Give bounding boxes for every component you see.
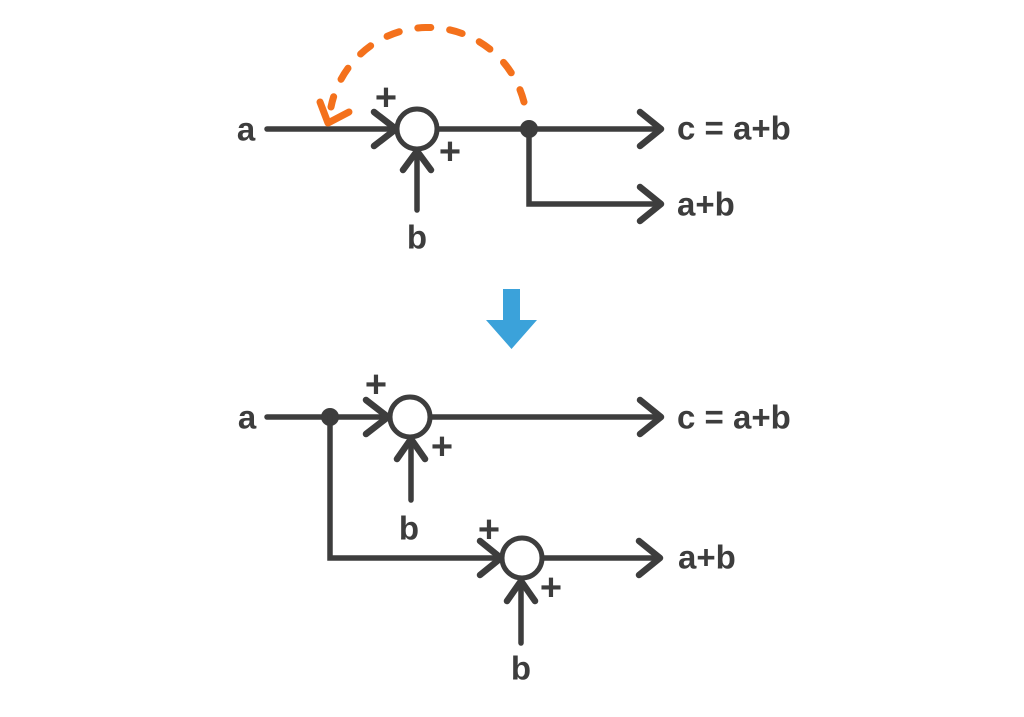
after-adder2-output-arrowhead xyxy=(635,537,664,579)
down-arrow-icon xyxy=(486,289,537,349)
after-adder1-output-arrowhead xyxy=(636,396,665,438)
after-branch-wire xyxy=(327,414,503,561)
transform-step xyxy=(486,289,537,349)
before-plus-top-label: + xyxy=(375,77,397,119)
before-summing-junction xyxy=(394,106,440,152)
after-input-a-label: a xyxy=(238,399,257,436)
before-input-a-label: a xyxy=(237,111,256,148)
before-branch-wire xyxy=(526,126,661,207)
after-adder1-output-label: c = a+b xyxy=(677,399,791,436)
after-adder2-plus-bottom-label: + xyxy=(540,567,562,609)
before-branch-arrowhead xyxy=(636,183,665,225)
after-adder2-junction xyxy=(499,535,545,581)
before-output-main-label: c = a+b xyxy=(677,110,791,147)
move-pickoff-hint-arrowhead xyxy=(316,98,353,127)
move-pickoff-hint-arc xyxy=(327,23,528,111)
before-diagram: a + + b c = a+b a+b xyxy=(237,23,791,256)
after-adder1-input-b-arrowhead xyxy=(393,435,429,463)
before-output-arrowhead xyxy=(636,108,665,150)
after-adder1-plus-top-label: + xyxy=(365,364,387,406)
after-adder1-input-b-label: b xyxy=(399,510,419,547)
before-input-b-label: b xyxy=(407,219,427,256)
after-adder2-input-b-label: b xyxy=(511,650,531,687)
before-plus-bottom-label: + xyxy=(439,131,461,173)
after-adder2-output-label: a+b xyxy=(678,539,736,576)
after-adder2-plus-top-label: + xyxy=(478,509,500,551)
after-adder1-junction xyxy=(387,394,433,440)
after-adder2-input-b-arrowhead xyxy=(503,577,539,605)
before-output-branch-label: a+b xyxy=(677,186,735,223)
after-adder1-plus-bottom-label: + xyxy=(431,426,453,468)
after-diagram: a + + b c = a+b + + b a+b xyxy=(238,364,791,687)
